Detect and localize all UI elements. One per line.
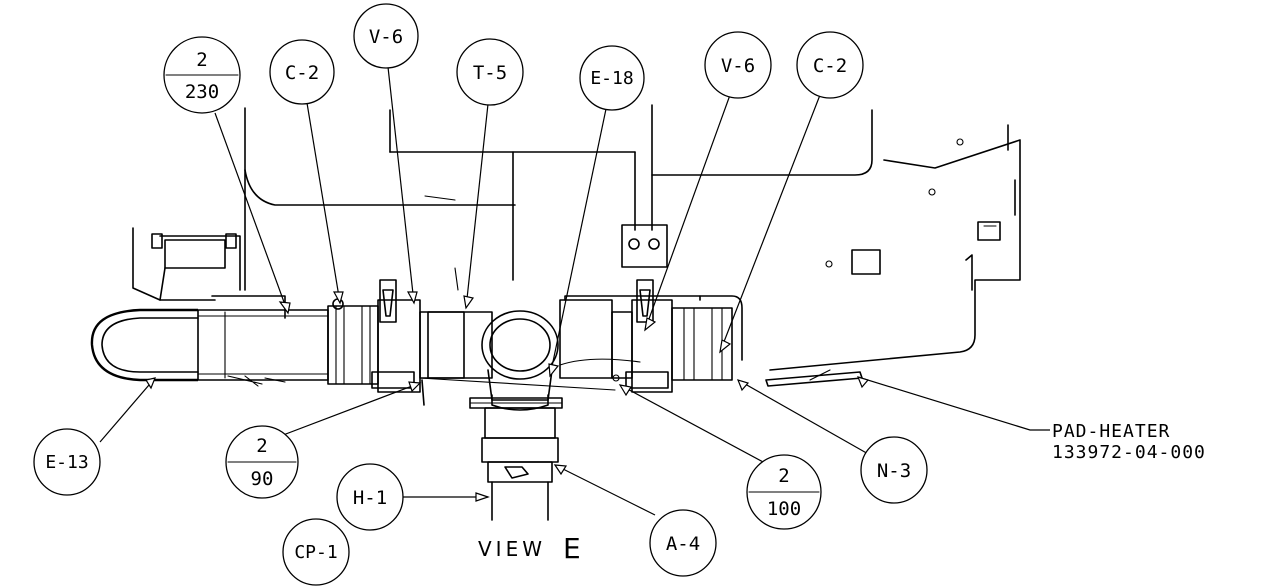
callout-2-230-top: 2	[196, 49, 207, 71]
callout-2-100-top: 2	[778, 465, 789, 487]
svg-text:E-18: E-18	[590, 68, 633, 89]
callout-2-90-top: 2	[256, 435, 267, 457]
callout-n3: N-3	[860, 436, 928, 504]
arrowheads	[145, 291, 870, 502]
svg-text:CP-1: CP-1	[294, 542, 337, 563]
callout-c2-left: C-2	[269, 39, 335, 105]
callout-2-230-bottom: 230	[185, 81, 219, 103]
heater-pad	[765, 369, 863, 387]
callout-cp1: CP-1	[282, 518, 350, 586]
callout-2-90-bottom: 90	[251, 468, 274, 490]
callout-v6-left: V-6	[353, 3, 419, 69]
svg-text:V-6: V-6	[721, 55, 755, 77]
svg-text:N-3: N-3	[877, 460, 911, 482]
svg-text:V-6: V-6	[369, 26, 403, 48]
view-title-letter: E	[563, 532, 581, 565]
frame-structure	[244, 104, 873, 291]
callout-v6-right: V-6	[704, 31, 772, 99]
svg-text:A-4: A-4	[666, 533, 700, 555]
callout-e13: E-13	[33, 428, 101, 496]
view-title-prefix: VIEW	[478, 537, 546, 561]
left-bracket	[132, 227, 286, 319]
pad-heater-part-number: 133972-04-000	[1052, 442, 1206, 463]
callout-t5: T-5	[456, 38, 524, 106]
callout-2-100: 2 100	[746, 454, 822, 530]
svg-text:H-1: H-1	[353, 487, 387, 509]
pipe-assembly	[90, 224, 743, 521]
callout-a4: A-4	[649, 509, 717, 577]
pad-heater-name: PAD-HEATER	[1052, 421, 1170, 442]
callout-2-230: 2 230	[163, 36, 241, 114]
callout-c2-right: C-2	[796, 31, 864, 99]
callout-h1: H-1	[336, 463, 404, 531]
svg-text:E-13: E-13	[45, 452, 88, 473]
callout-2-90: 2 90	[225, 425, 299, 499]
svg-text:C-2: C-2	[285, 62, 319, 84]
callout-e18: E-18	[579, 45, 645, 111]
svg-text:C-2: C-2	[813, 55, 847, 77]
svg-text:T-5: T-5	[473, 62, 507, 84]
leader-lines	[99, 66, 1050, 516]
mounting-panel	[769, 124, 1021, 371]
callout-2-100-bottom: 100	[767, 498, 801, 520]
